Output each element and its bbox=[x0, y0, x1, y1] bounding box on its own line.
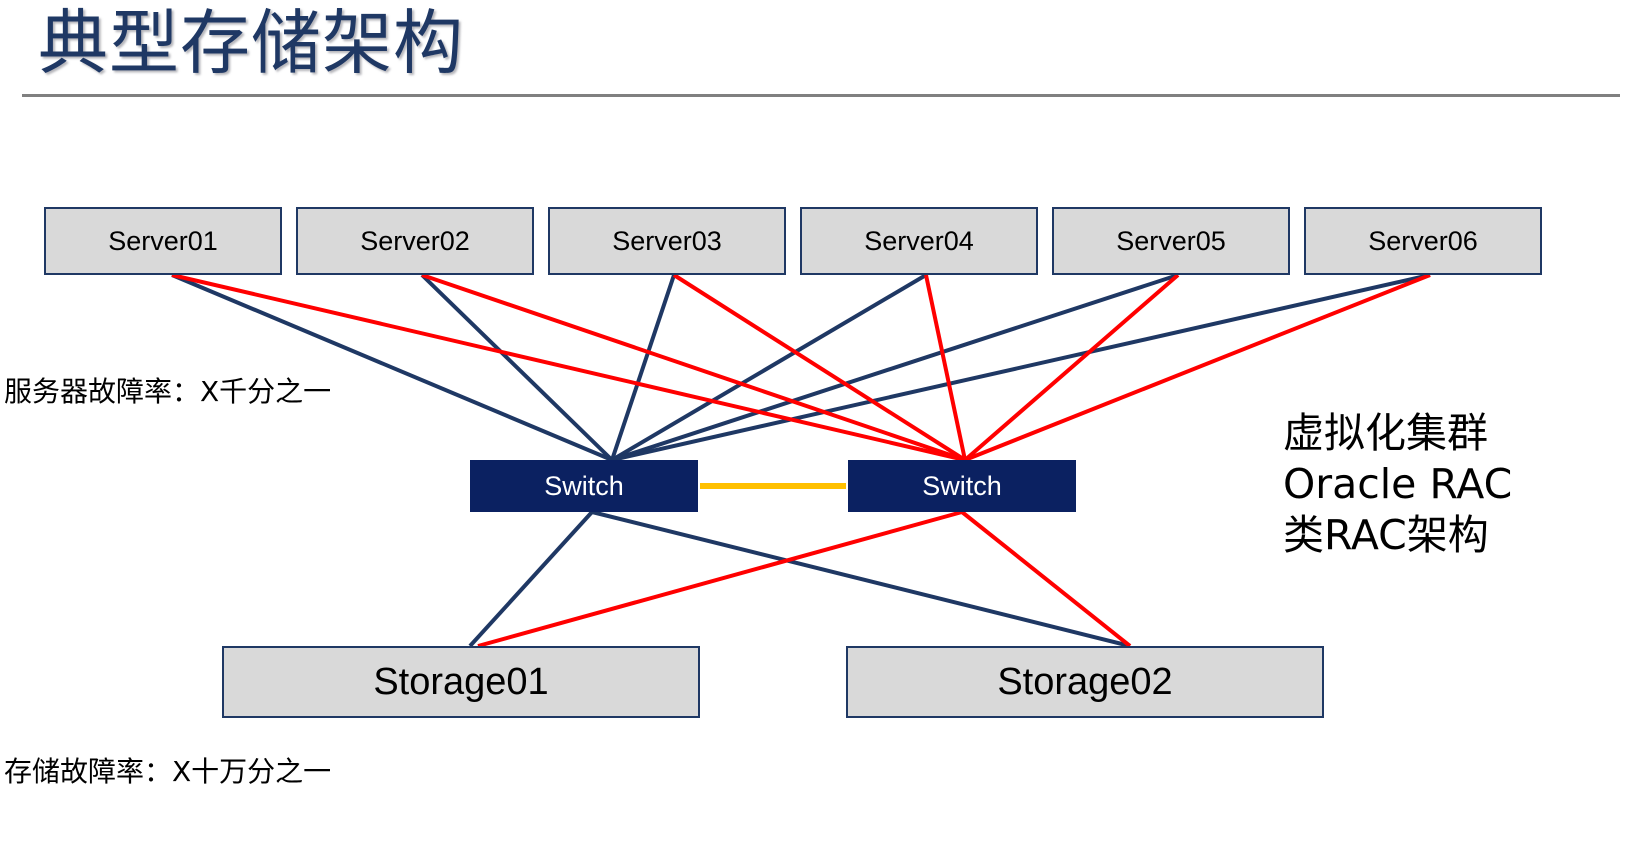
connection-line bbox=[611, 273, 1431, 462]
server-label: Server01 bbox=[108, 225, 218, 256]
server-label: Server05 bbox=[1116, 225, 1226, 256]
connection-line bbox=[611, 273, 1179, 462]
connection-line bbox=[610, 274, 676, 461]
server-box-1[interactable]: Server01 bbox=[44, 207, 282, 275]
server-box-3[interactable]: Server03 bbox=[548, 207, 786, 275]
server-to-switch-b-links bbox=[171, 273, 1431, 462]
server-box-5[interactable]: Server05 bbox=[1052, 207, 1290, 275]
connection-line bbox=[672, 273, 967, 462]
connection-line bbox=[171, 273, 966, 462]
connection-line bbox=[964, 273, 1431, 462]
connection-line bbox=[477, 510, 963, 648]
storage-box-2[interactable]: Storage02 bbox=[846, 646, 1324, 718]
connection-line bbox=[591, 510, 1131, 648]
connection-line bbox=[468, 510, 594, 648]
server-label: Server02 bbox=[360, 225, 470, 256]
cluster-note-line-3: 类RAC架构 bbox=[1283, 511, 1489, 559]
server-label: Server06 bbox=[1368, 225, 1478, 256]
connection-line bbox=[610, 273, 928, 462]
cluster-architecture-note: 虚拟化集群 Oracle RAC 类RAC架构 bbox=[1283, 408, 1512, 561]
switch-label: Switch bbox=[922, 470, 1002, 501]
switch-a-to-storage-links bbox=[468, 510, 1131, 648]
storage-label: Storage01 bbox=[373, 660, 549, 703]
title-divider bbox=[22, 94, 1620, 97]
server-failure-rate-note: 服务器故障率：X千分之一 bbox=[4, 375, 332, 408]
connection-line bbox=[924, 274, 967, 461]
connection-line bbox=[171, 273, 613, 462]
server-box-2[interactable]: Server02 bbox=[296, 207, 534, 275]
server-to-switch-a-links bbox=[171, 273, 1431, 462]
switch-box-left[interactable]: Switch bbox=[470, 460, 698, 512]
server-label: Server04 bbox=[864, 225, 974, 256]
storage-box-1[interactable]: Storage01 bbox=[222, 646, 700, 718]
storage-label: Storage02 bbox=[997, 660, 1173, 703]
connection-line bbox=[420, 273, 614, 462]
storage-failure-rate-note: 存储故障率：X十万分之一 bbox=[4, 755, 332, 788]
server-label: Server03 bbox=[612, 225, 722, 256]
connection-line bbox=[421, 273, 966, 462]
connection-line bbox=[960, 510, 1132, 648]
page-title: 典型存储架构 bbox=[38, 2, 464, 84]
server-box-4[interactable]: Server04 bbox=[800, 207, 1038, 275]
switch-b-to-storage-links bbox=[477, 510, 1132, 648]
cluster-note-line-1: 虚拟化集群 bbox=[1283, 409, 1488, 457]
server-box-6[interactable]: Server06 bbox=[1304, 207, 1542, 275]
cluster-note-line-2: Oracle RAC bbox=[1283, 460, 1513, 508]
switch-label: Switch bbox=[544, 470, 624, 501]
connection-line bbox=[963, 273, 1180, 462]
switch-box-right[interactable]: Switch bbox=[848, 460, 1076, 512]
